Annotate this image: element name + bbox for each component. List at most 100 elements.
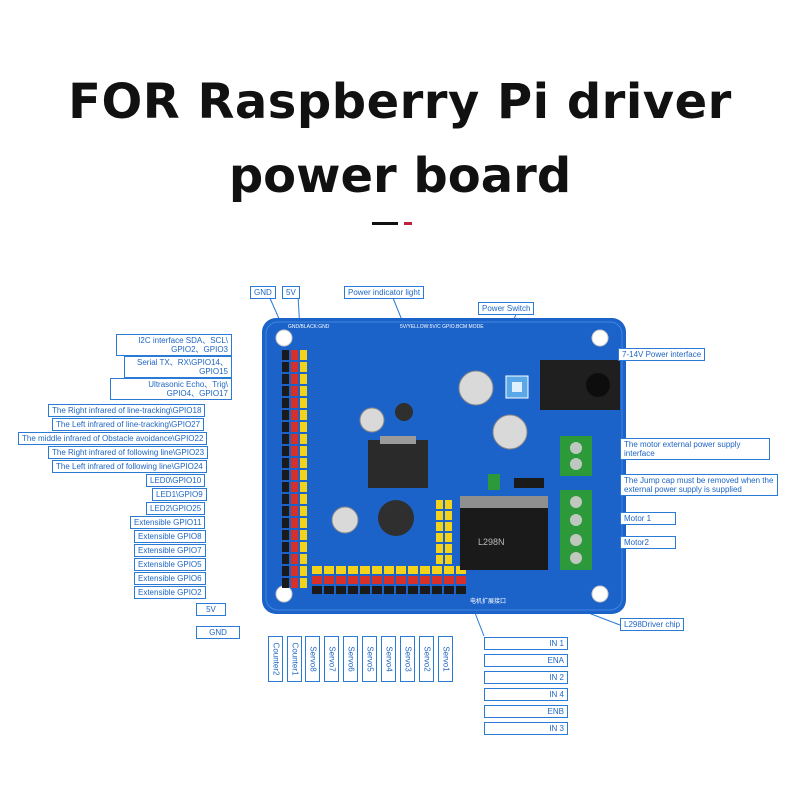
header-pin bbox=[324, 566, 334, 574]
header-pin bbox=[300, 410, 307, 420]
header-pin bbox=[348, 566, 358, 574]
label-led0: LED0\GPIO10 bbox=[146, 474, 206, 487]
header-pin bbox=[408, 566, 418, 574]
label-led2: LED2\GPIO25 bbox=[146, 502, 206, 515]
label-servo8-text: Servo8 bbox=[308, 646, 317, 672]
header-pin bbox=[408, 576, 418, 584]
label-servo5: Servo5 bbox=[362, 636, 377, 682]
header-pin bbox=[282, 386, 289, 396]
header-pin bbox=[282, 494, 289, 504]
header-pin bbox=[300, 422, 307, 432]
inductor bbox=[378, 500, 414, 536]
label-servo7-text: Servo7 bbox=[327, 646, 336, 672]
left-pin-header bbox=[282, 350, 307, 588]
header-pin bbox=[436, 500, 443, 509]
header-pin bbox=[456, 576, 466, 584]
header-pin bbox=[300, 542, 307, 552]
label-5v-top: 5V bbox=[282, 286, 300, 299]
header-pin bbox=[300, 446, 307, 456]
header-pin bbox=[300, 506, 307, 516]
header-pin bbox=[282, 578, 289, 588]
label-l298-chip: L298Driver chip bbox=[620, 618, 685, 631]
header-pin bbox=[291, 530, 298, 540]
header-pin bbox=[300, 434, 307, 444]
header-pin bbox=[300, 566, 307, 576]
header-pin bbox=[282, 410, 289, 420]
header-pin bbox=[300, 482, 307, 492]
header-pin bbox=[444, 576, 454, 584]
header-pin bbox=[312, 566, 322, 574]
header-pin bbox=[324, 576, 334, 584]
label-right-following: The Right infrared of following line\GPI… bbox=[48, 446, 209, 459]
header-pin bbox=[291, 362, 298, 372]
header-pin bbox=[432, 586, 442, 594]
header-pin bbox=[300, 494, 307, 504]
header-pin bbox=[445, 544, 452, 553]
label-servo2: Servo2 bbox=[419, 636, 434, 682]
header-pin bbox=[420, 576, 430, 584]
label-middle-obstacle: The middle infrared of Obstacle avoidanc… bbox=[18, 432, 208, 445]
page-title: FOR Raspberry Pi driver bbox=[68, 74, 732, 130]
header-pin bbox=[291, 482, 298, 492]
header-pin bbox=[436, 511, 443, 520]
header-pin bbox=[444, 566, 454, 574]
header-pin bbox=[384, 586, 394, 594]
header-pin bbox=[384, 576, 394, 584]
header-pin bbox=[291, 422, 298, 432]
header-pin bbox=[282, 458, 289, 468]
label-power-switch: Power Switch bbox=[478, 302, 535, 315]
label-counter1: Counter1 bbox=[287, 636, 302, 682]
label-gpio8: Extensible GPIO8 bbox=[134, 530, 206, 543]
label-left-following: The Left infrared of following line\GPIO… bbox=[52, 460, 207, 473]
label-serial: Serial TX、RX\GPIO14、GPIO15 bbox=[124, 356, 232, 378]
label-led1: LED1\GPIO9 bbox=[152, 488, 207, 501]
label-gpio5: Extensible GPIO5 bbox=[134, 558, 206, 571]
header-pin bbox=[282, 470, 289, 480]
header-pin bbox=[300, 350, 307, 360]
header-pin bbox=[291, 518, 298, 528]
header-pin bbox=[291, 578, 298, 588]
header-pin bbox=[291, 566, 298, 576]
header-pin bbox=[300, 398, 307, 408]
label-power-indicator: Power indicator light bbox=[344, 286, 425, 299]
label-motor-external: The motor external power supply interfac… bbox=[620, 438, 770, 460]
l298-text: L298N bbox=[478, 537, 505, 547]
header-pin bbox=[291, 554, 298, 564]
header-pin bbox=[300, 386, 307, 396]
header-pin bbox=[282, 422, 289, 432]
header-pin bbox=[445, 500, 452, 509]
capacitor-2 bbox=[492, 414, 528, 450]
svg-text:5V/YELLOW:5V/C GPIO.BCM MODE: 5V/YELLOW:5V/C GPIO.BCM MODE bbox=[400, 324, 484, 330]
label-gnd-top: GND bbox=[250, 286, 276, 299]
label-servo5-text: Servo5 bbox=[365, 646, 374, 672]
label-servo4: Servo4 bbox=[381, 636, 396, 682]
label-5v-bottom: 5V bbox=[196, 603, 226, 616]
header-pin bbox=[291, 506, 298, 516]
header-pin bbox=[282, 398, 289, 408]
terminal-blocks bbox=[560, 436, 592, 570]
label-counter2-text: Counter2 bbox=[271, 642, 280, 676]
header-pin bbox=[291, 350, 298, 360]
header-pin bbox=[436, 544, 443, 553]
label-motor1: Motor 1 bbox=[620, 512, 676, 525]
label-servo2-text: Servo2 bbox=[422, 646, 431, 672]
label-counter1-text: Counter1 bbox=[290, 642, 299, 676]
label-in3: IN 3 bbox=[484, 722, 568, 735]
header-pin bbox=[456, 586, 466, 594]
header-pin bbox=[348, 576, 358, 584]
label-gpio7: Extensible GPIO7 bbox=[134, 544, 206, 557]
header-pin bbox=[291, 410, 298, 420]
label-enb: ENB bbox=[484, 705, 568, 718]
label-servo1-text: Servo1 bbox=[441, 646, 450, 672]
header-pin bbox=[282, 542, 289, 552]
header-pin bbox=[372, 586, 382, 594]
label-servo8: Servo8 bbox=[305, 636, 320, 682]
header-pin bbox=[312, 586, 322, 594]
header-pin bbox=[445, 555, 452, 564]
header-pin bbox=[336, 576, 346, 584]
label-servo6-text: Servo6 bbox=[346, 646, 355, 672]
label-servo1: Servo1 bbox=[438, 636, 453, 682]
header-pin bbox=[324, 586, 334, 594]
label-gpio2: Extensible GPIO2 bbox=[134, 586, 206, 599]
